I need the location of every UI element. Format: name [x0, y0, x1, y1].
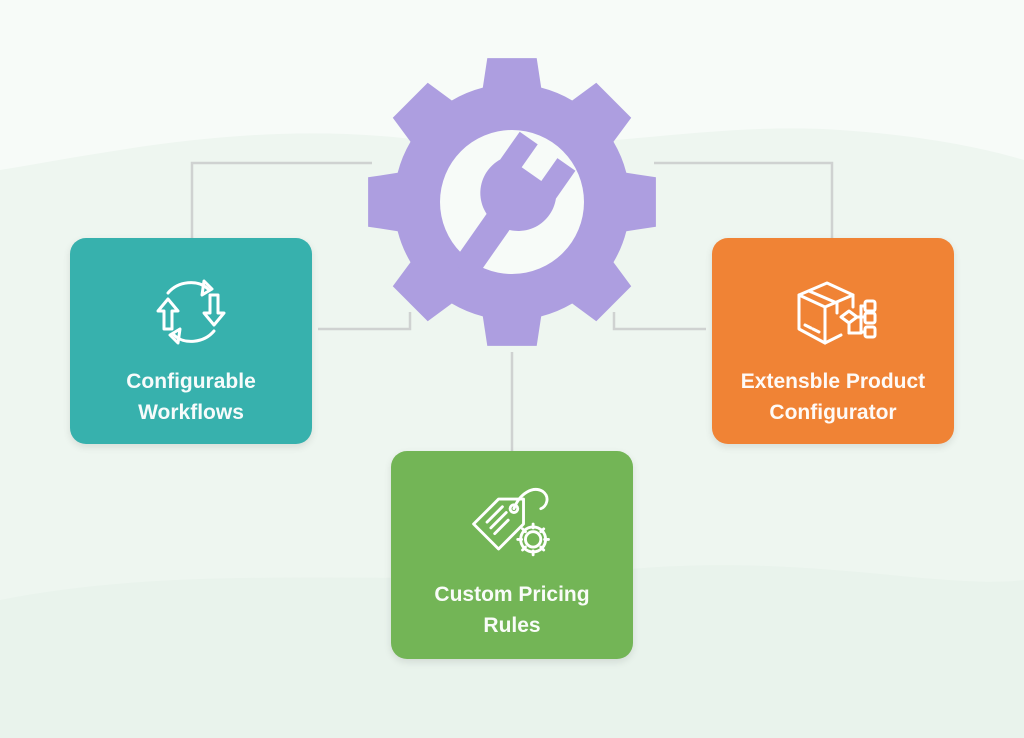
card-label: Configurable Workflows — [75, 366, 307, 428]
card-label-line-1: Extensble Product — [740, 370, 926, 393]
card-configurable-workflows[interactable]: Configurable Workflows — [70, 238, 312, 444]
connector-mid-left — [318, 312, 412, 331]
card-label-line-2: Rules — [483, 614, 541, 637]
connector-top-left — [190, 161, 372, 238]
circular-arrows-icon — [143, 264, 239, 360]
card-label: Custom Pricing Rules — [396, 579, 628, 641]
wrench-icon — [456, 131, 576, 275]
price-tag-gear-icon — [464, 477, 560, 573]
card-label-line-1: Configurable — [126, 370, 256, 393]
card-label-line-1: Custom Pricing — [434, 583, 590, 606]
card-custom-pricing-rules[interactable]: Custom Pricing Rules — [391, 451, 633, 659]
card-extensible-product-configurator[interactable]: Extensble Product Configurator — [712, 238, 954, 444]
gear-with-wrench-icon — [368, 58, 656, 346]
connector-mid-right — [612, 312, 706, 331]
card-label-line-2: Configurator — [769, 401, 897, 424]
box-network-icon — [785, 264, 881, 360]
central-gear — [362, 52, 662, 352]
card-label: Extensble Product Configurator — [717, 366, 949, 428]
card-label-line-2: Workflows — [138, 401, 244, 424]
connector-top-right — [654, 161, 834, 238]
